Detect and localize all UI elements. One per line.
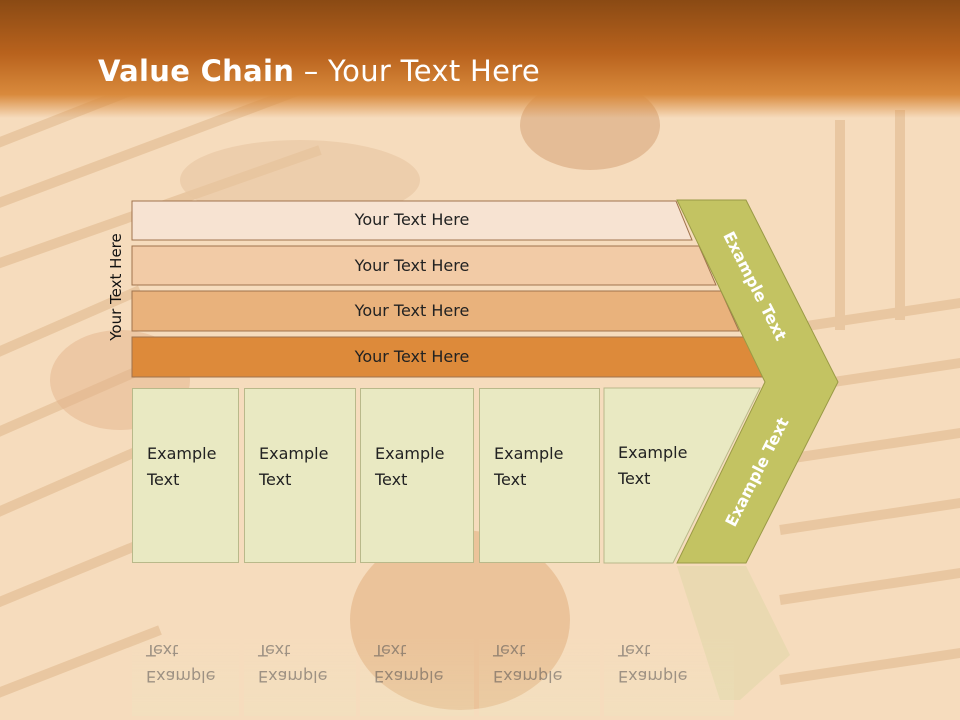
bar-1-shape <box>131 200 693 241</box>
box-5-reflection-fill: Example Text <box>604 566 734 716</box>
title-bold: Value Chain <box>98 54 295 88</box>
page-title: Value Chain – Your Text Here <box>98 54 540 88</box>
box-1-line2: Text <box>147 470 180 489</box>
box-4-line1: Example <box>494 444 564 463</box>
chevron-reflection <box>677 566 790 700</box>
box-3-reflection-line1: Example <box>374 667 444 686</box>
box-1-reflection: Example Text <box>132 566 239 716</box>
box-5-line1: Example <box>618 443 688 462</box>
box-5-reflection: Example Text <box>604 566 734 716</box>
box-2-reflection-line2: Text <box>258 641 291 660</box>
box-1-reflection-text: Example Text <box>146 637 215 689</box>
bar-1-label: Your Text Here <box>354 210 470 229</box>
header-band <box>0 0 960 118</box>
box-5-line2: Text <box>618 469 651 488</box>
title-rest: – Your Text Here <box>294 54 540 88</box>
box-2-reflection: Example Text <box>244 566 356 716</box>
box-4-reflection-line2: Text <box>493 641 526 660</box>
box-3-reflection-fill: Example Text <box>360 566 474 716</box>
box-4-reflection-text: Example Text <box>493 637 562 689</box>
box-2-line2: Text <box>259 470 292 489</box>
box-5-reflection-line1: Example <box>618 667 688 686</box>
box-5-reflection-line2: Text <box>618 641 651 660</box>
bar-4-label: Your Text Here <box>354 347 470 366</box>
box-3-reflection: Example Text <box>360 566 474 716</box>
box-4-line2: Text <box>494 470 527 489</box>
box-1-reflection-line2: Text <box>146 641 179 660</box>
bar-3-shape <box>131 290 740 332</box>
bar-2-label: Your Text Here <box>354 256 470 275</box>
box-3-line1: Example <box>375 444 445 463</box>
box-3-reflection-line2: Text <box>374 641 407 660</box>
bar-2-shape <box>131 245 717 286</box>
box-1-reflection-fill: Example Text <box>132 566 239 716</box>
box-4-reflection: Example Text <box>479 566 600 716</box>
bar-3-label: Your Text Here <box>354 301 470 320</box>
box-4-reflection-line1: Example <box>493 667 563 686</box>
box-2-line1: Example <box>259 444 329 463</box>
box-1-reflection-line1: Example <box>146 667 216 686</box>
box-2-reflection-fill: Example Text <box>244 566 356 716</box>
box-3-line2: Text <box>375 470 408 489</box>
box-4-reflection-fill: Example Text <box>479 566 600 716</box>
box-2-reflection-line1: Example <box>258 667 328 686</box>
chevron-shape <box>676 199 839 564</box>
box-1-line1: Example <box>147 444 217 463</box>
box-3-reflection-text: Example Text <box>374 637 443 689</box>
box-2-reflection-text: Example Text <box>258 637 327 689</box>
box-5-shape <box>603 387 761 564</box>
box-5-reflection-text: Example Text <box>618 637 687 689</box>
